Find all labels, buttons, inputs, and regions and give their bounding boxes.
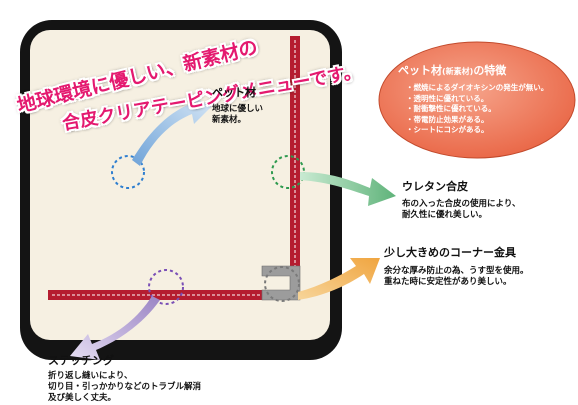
pet-feature-item: ・耐衝撃性に優れている。 <box>406 104 496 113</box>
corner-title: 少し大きめのコーナー金具 <box>384 246 516 259</box>
stitching-desc-2: 切り目・引っかかりなどのトラブル解消 <box>48 382 202 392</box>
urethane-label: ウレタン合皮 布の入った合皮の使用により、 耐久性に優れ美しい。 <box>402 178 521 221</box>
pet-features-oval <box>378 41 576 159</box>
stitching-title: ステッチング <box>48 354 114 367</box>
pet-feature-item: ・透明性に優れている。 <box>406 93 489 103</box>
corner-desc-1: 余分な厚み防止の為、うす型を使用。 <box>384 266 529 276</box>
pet-features-title-small: (新素材) <box>442 67 474 76</box>
metal-corner <box>261 265 301 301</box>
pet-features-title-main: ペット材 <box>398 64 442 77</box>
pet-features-content: ペット材(新素材)の特徴 ・燃焼によるダイオキシンの発生が無い。 ・透明性に優れ… <box>398 62 568 136</box>
stitching-marker <box>148 269 184 305</box>
pet-material-label: ペット材 地球に優しい 新素材。 <box>212 84 263 126</box>
pet-features-title-suffix: の特徴 <box>473 64 507 77</box>
urethane-title: ウレタン合皮 <box>402 180 468 193</box>
green-arrow <box>300 172 396 206</box>
pet-feature-item: ・帯電防止効果がある。 <box>406 114 489 124</box>
pet-material-desc-2: 新素材。 <box>212 115 247 125</box>
stitching-desc-1: 折り返し縫いにより、 <box>48 371 133 381</box>
purple-arrow <box>70 296 160 360</box>
urethane-marker <box>271 155 305 189</box>
pet-material-desc-1: 地球に優しい <box>212 104 264 114</box>
clear-panel <box>30 30 330 340</box>
orange-arrow <box>298 258 380 300</box>
pet-features-title: ペット材(新素材)の特徴 <box>398 62 568 78</box>
urethane-desc-1: 布の入った合皮の使用により、 <box>402 199 521 209</box>
pet-material-marker <box>111 155 145 189</box>
pet-material-title: ペット材 <box>212 86 256 99</box>
urethane-desc-2: 耐久性に優れ美しい。 <box>402 210 488 220</box>
stitching-label: ステッチング 折り返し縫いにより、 切り目・引っかかりなどのトラブル解消 及び美… <box>48 352 201 404</box>
corner-desc-2: 重ねた時に安定性があり美しい。 <box>384 277 512 287</box>
blue-arrow <box>132 94 212 166</box>
pet-feature-item: ・燃焼によるダイオキシンの発生が無い。 <box>406 83 549 92</box>
pet-features-list: ・燃焼によるダイオキシンの発生が無い。 ・透明性に優れている。 ・耐衝撃性に優れ… <box>398 83 568 136</box>
corner-marker <box>264 266 300 302</box>
pet-feature-item: ・シートにコシがある。 <box>406 125 489 134</box>
stitching-desc-3: 及び美しく丈夫。 <box>48 393 117 403</box>
corner-label: 少し大きめのコーナー金具 余分な厚み防止の為、うす型を使用。 重ねた時に安定性が… <box>384 244 529 288</box>
